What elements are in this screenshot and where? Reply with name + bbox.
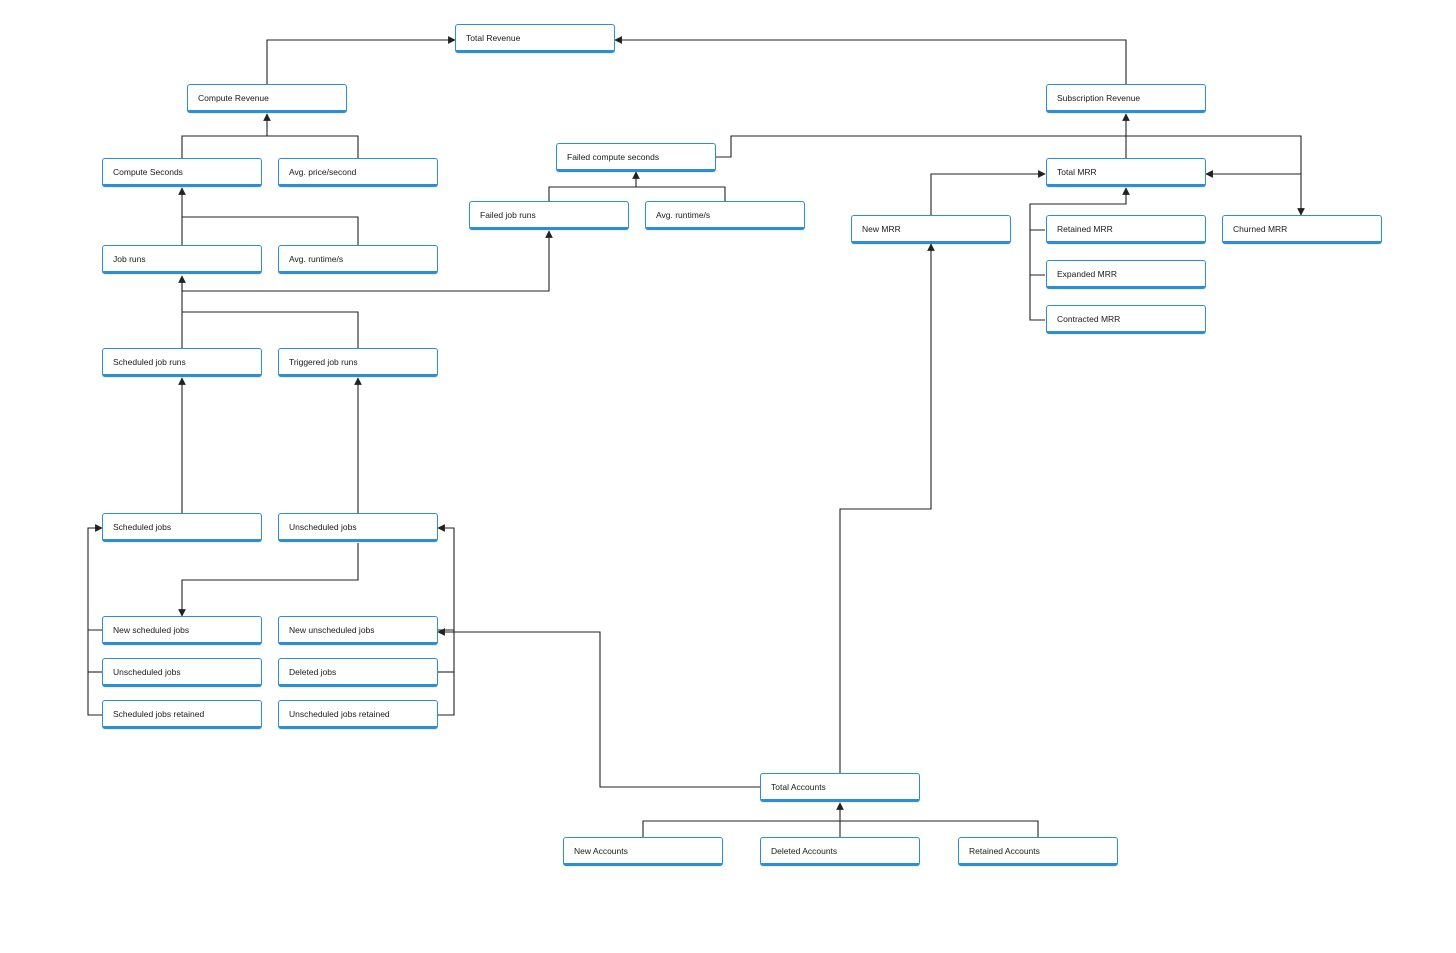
node-deleted-accounts[interactable]: Deleted Accounts: [760, 837, 920, 866]
node-new-mrr[interactable]: New MRR: [851, 215, 1011, 244]
node-failed-compute-seconds[interactable]: Failed compute seconds: [556, 143, 716, 172]
node-subscription-revenue[interactable]: Subscription Revenue: [1046, 84, 1206, 113]
node-retained-accounts[interactable]: Retained Accounts: [958, 837, 1118, 866]
node-avg-runtime[interactable]: Avg. runtime/s: [278, 245, 438, 274]
edge-compute-revenue-to-total-revenue: [266, 36, 456, 84]
node-compute-revenue[interactable]: Compute Revenue: [187, 84, 347, 113]
node-triggered-job-runs[interactable]: Triggered job runs: [278, 348, 438, 377]
edge-contracted-mrr-bracket: [1029, 275, 1045, 321]
edge-right-bracket-to-unscheduled-jobs: [437, 524, 455, 631]
edge-triggered-job-runs-to-job-runs: [182, 311, 359, 348]
node-failed-job-runs[interactable]: Failed job runs: [469, 201, 629, 230]
edge-avg-runtime-failed-to-failed-compute: [636, 186, 726, 201]
node-contracted-mrr[interactable]: Contracted MRR: [1046, 305, 1206, 334]
node-new-scheduled-jobs[interactable]: New scheduled jobs: [102, 616, 262, 645]
node-total-mrr[interactable]: Total MRR: [1046, 158, 1206, 187]
edge-left-bracket-to-scheduled-jobs: [87, 524, 103, 631]
node-retained-mrr[interactable]: Retained MRR: [1046, 215, 1206, 244]
edge-expanded-mrr-bracket: [1029, 230, 1045, 276]
node-unscheduled-jobs-2[interactable]: Unscheduled jobs: [102, 658, 262, 687]
edge-right-bracket-bottom: [438, 630, 455, 716]
edge-retained-accounts-to-total-accounts: [840, 820, 1039, 837]
node-avg-runtime-failed[interactable]: Avg. runtime/s: [645, 201, 805, 230]
edge-left-bracket-bottom: [87, 630, 102, 716]
edge-avg-runtime-to-compute-seconds: [182, 216, 359, 245]
edge-total-accounts-to-new-unscheduled-jobs: [437, 628, 760, 788]
edge-compute-seconds-to-compute-revenue: [181, 113, 271, 158]
node-total-accounts[interactable]: Total Accounts: [760, 773, 920, 802]
node-new-unscheduled-jobs[interactable]: New unscheduled jobs: [278, 616, 438, 645]
node-expanded-mrr[interactable]: Expanded MRR: [1046, 260, 1206, 289]
edge-failed-compute-to-churned-mrr: [716, 135, 1305, 216]
node-unscheduled-jobs[interactable]: Unscheduled jobs: [278, 513, 438, 542]
node-job-runs[interactable]: Job runs: [102, 245, 262, 274]
node-unscheduled-jobs-retained[interactable]: Unscheduled jobs retained: [278, 700, 438, 729]
node-avg-price-second[interactable]: Avg. price/second: [278, 158, 438, 187]
node-scheduled-job-runs[interactable]: Scheduled job runs: [102, 348, 262, 377]
node-scheduled-jobs[interactable]: Scheduled jobs: [102, 513, 262, 542]
node-total-revenue[interactable]: Total Revenue: [455, 24, 615, 53]
edge-new-accounts-to-total-accounts: [642, 802, 844, 837]
node-churned-mrr[interactable]: Churned MRR: [1222, 215, 1382, 244]
edge-failed-job-runs-to-failed-compute: [548, 171, 640, 201]
node-deleted-jobs[interactable]: Deleted jobs: [278, 658, 438, 687]
node-compute-seconds[interactable]: Compute Seconds: [102, 158, 262, 187]
edge-mrr-components-to-total-mrr: [1029, 187, 1130, 231]
edge-new-mrr-to-total-mrr: [930, 170, 1046, 215]
edge-avg-price-to-compute-revenue: [267, 135, 359, 158]
edge-subscription-revenue-to-total-revenue: [614, 36, 1127, 84]
edge-total-accounts-to-new-mrr: [839, 243, 935, 773]
edge-unscheduled-jobs-to-new-scheduled-jobs: [178, 543, 359, 617]
node-scheduled-jobs-retained[interactable]: Scheduled jobs retained: [102, 700, 262, 729]
node-new-accounts[interactable]: New Accounts: [563, 837, 723, 866]
